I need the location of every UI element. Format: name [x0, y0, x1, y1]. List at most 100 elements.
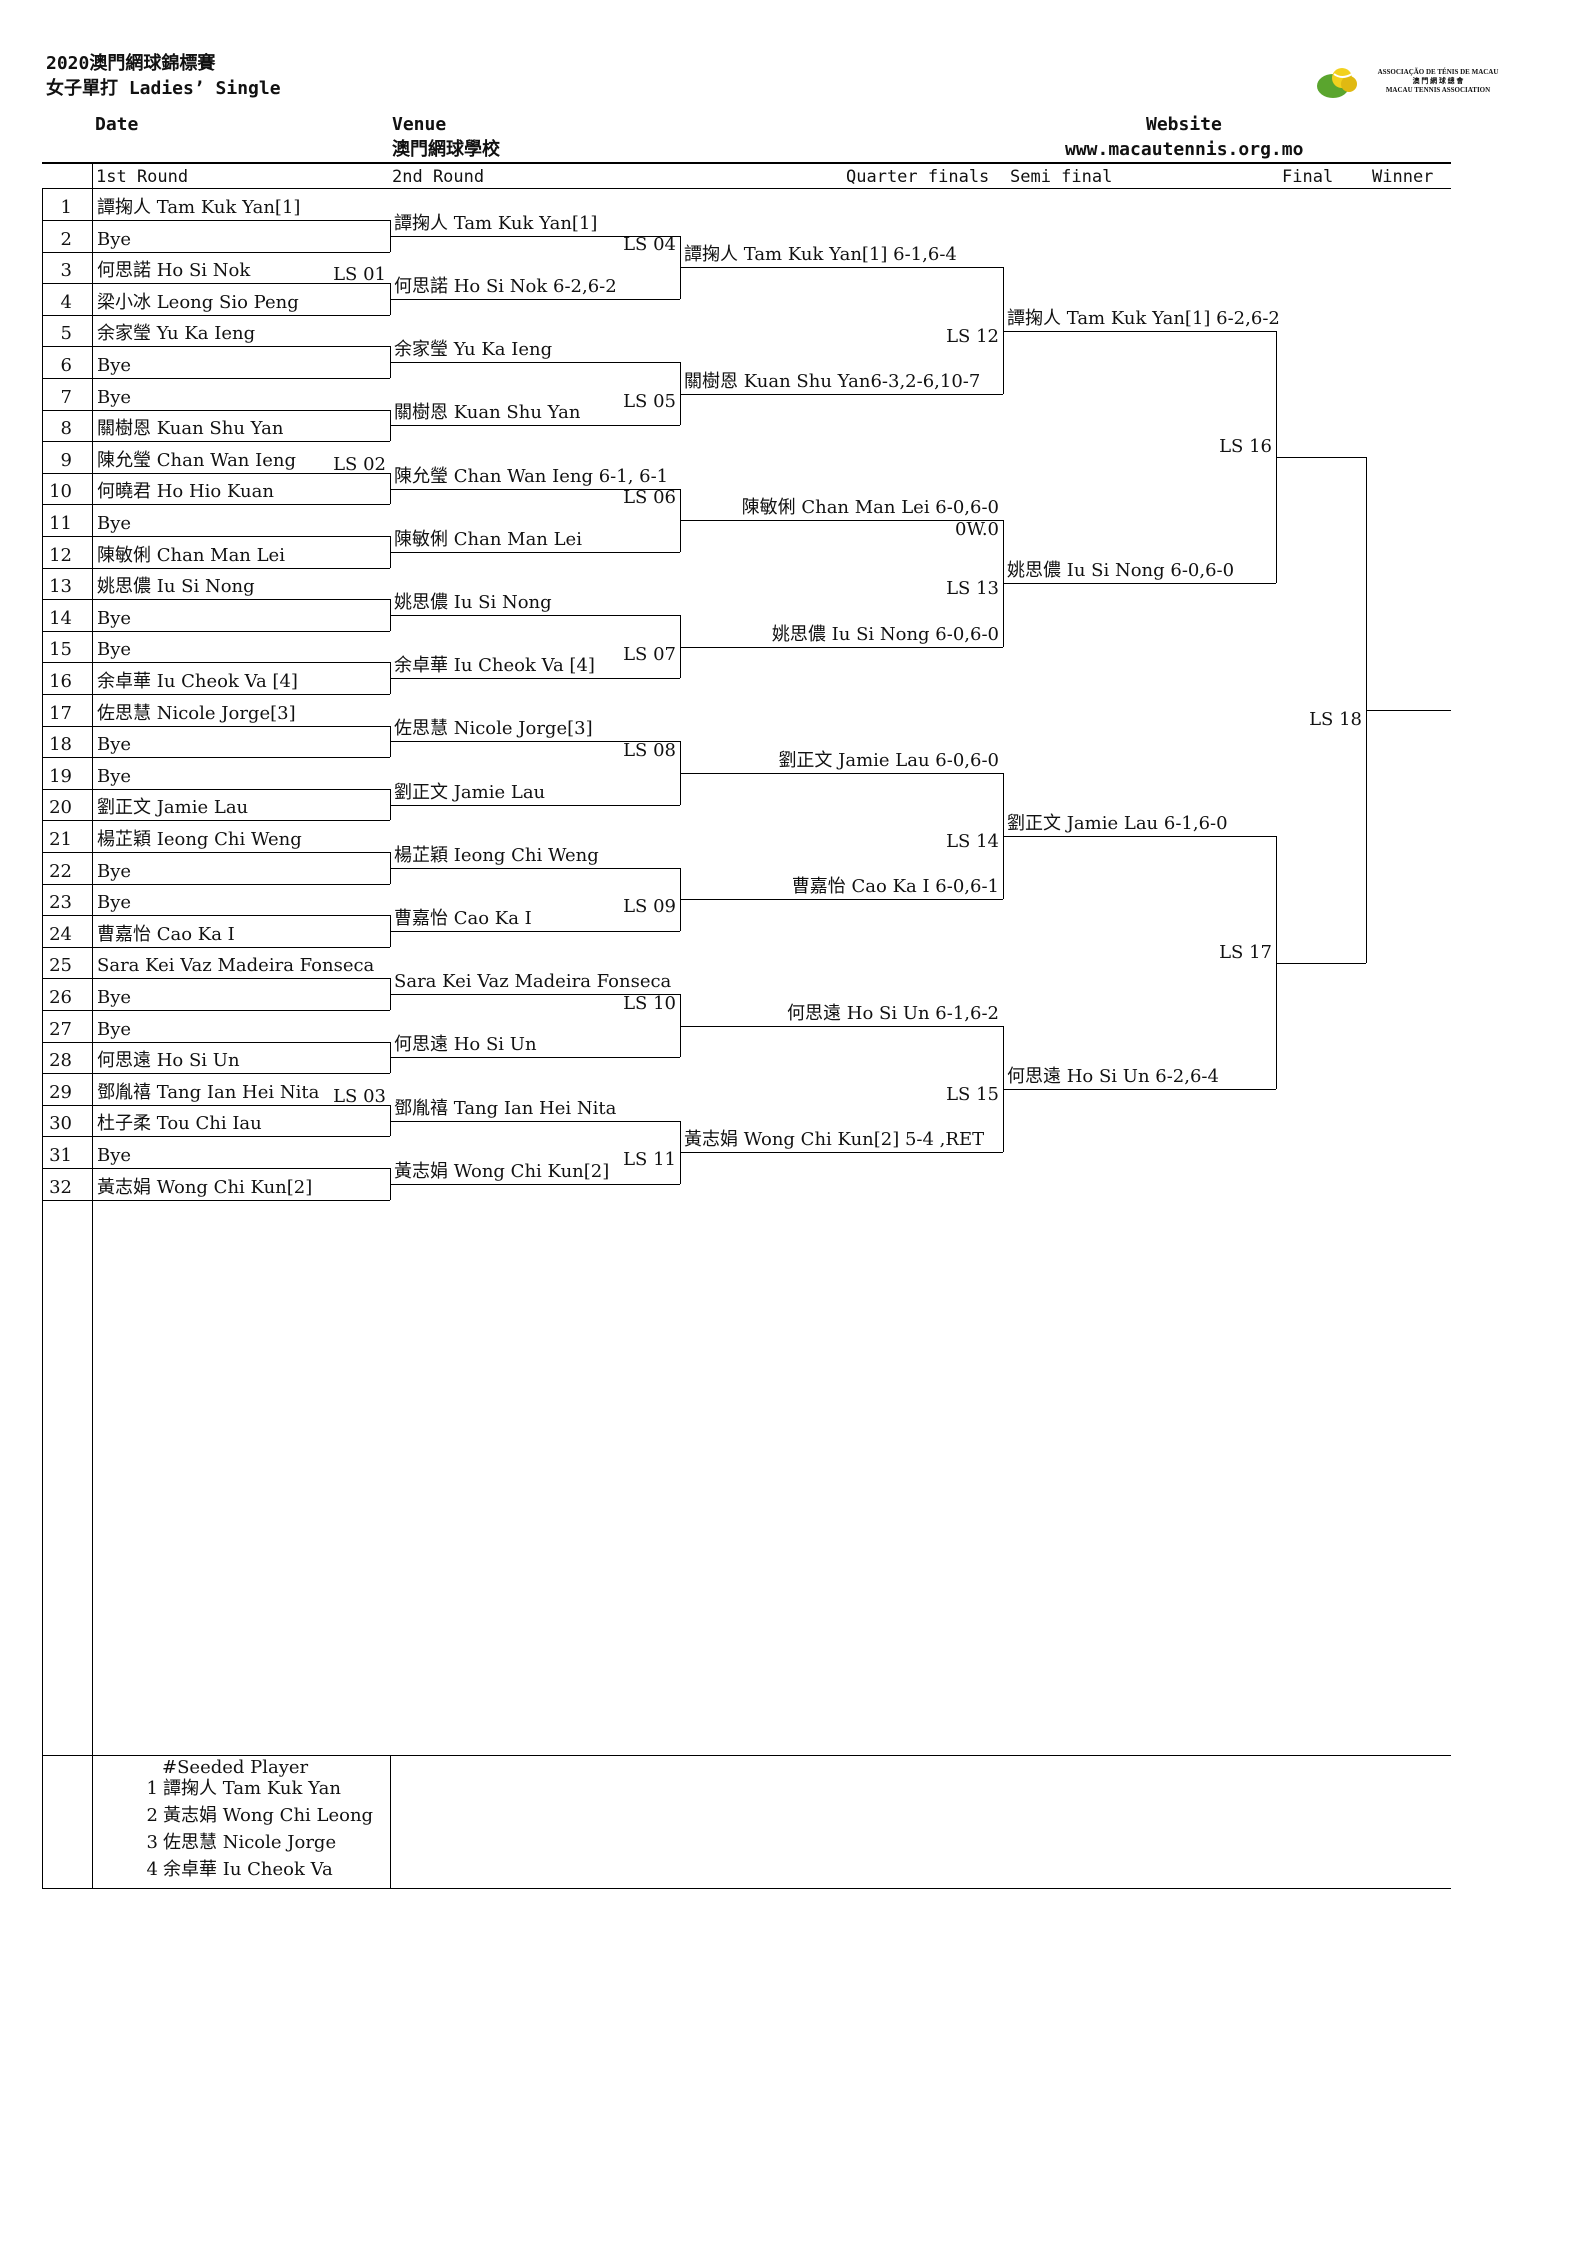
tennis-ball-logo-icon — [1317, 68, 1357, 98]
draw-number: 16 — [49, 671, 72, 692]
player-name: 關樹恩 Kuan Shu Yan — [97, 418, 284, 440]
draw-line — [42, 283, 390, 285]
draw-line — [42, 1136, 390, 1138]
round2-line — [390, 994, 680, 996]
match-code: LS 10 — [623, 992, 676, 1014]
seed-number: 1 — [146, 1778, 158, 1799]
player-name: 何思諾 Ho Si Nok — [97, 260, 251, 282]
draw-number: 19 — [49, 765, 72, 787]
quarterfinal-entry: 何思遠 Ho Si Un 6-1,6-2 — [787, 1002, 999, 1024]
player-name: Bye — [97, 607, 132, 629]
match-code: LS 15 — [946, 1084, 999, 1105]
draw-number: 30 — [49, 1113, 72, 1135]
draw-number: 12 — [49, 544, 72, 566]
player-name: Bye — [97, 987, 132, 1008]
round2-line — [390, 299, 680, 300]
player-name: Bye — [97, 355, 132, 376]
walkover-note: 0W.0 — [955, 519, 999, 541]
draw-number: 25 — [49, 955, 72, 977]
quarterfinal-entry: 關樹恩 Kuan Shu Yan6-3,2-6,10-7 — [684, 370, 981, 392]
draw-line — [42, 1168, 390, 1169]
round2-line — [390, 678, 680, 680]
round2-entry: 余卓華 Iu Cheok Va [4] — [394, 655, 595, 677]
r1-connector — [390, 599, 391, 631]
website-link[interactable]: www.macautennis.org.mo — [1065, 139, 1304, 160]
draw-line — [42, 694, 390, 695]
r2-connector — [680, 362, 681, 426]
draw-number: 6 — [60, 355, 72, 376]
player-name: Bye — [97, 765, 132, 787]
player-name: Sara Kei Vaz Madeira Fonseca — [97, 955, 375, 977]
winner-line — [1366, 709, 1451, 711]
round-header-final: Final — [1282, 167, 1334, 187]
draw-line — [42, 662, 390, 664]
quarterfinal-entry: 劉正文 Jamie Lau 6-0,6-0 — [778, 750, 999, 771]
round2-line — [390, 488, 680, 490]
draw-number: 18 — [49, 734, 72, 756]
draw-line — [42, 852, 390, 853]
match-code: LS 05 — [623, 390, 676, 412]
association-logo: ASSOCIAÇÃO DE TÉNIS DE MACAU 澳 門 網 球 總 會… — [1316, 66, 1506, 100]
draw-number: 14 — [49, 607, 72, 629]
player-name: 楊芷穎 Ieong Chi Weng — [97, 829, 302, 850]
draw-number: 22 — [49, 860, 72, 882]
round2-line — [390, 235, 680, 237]
draw-number: 24 — [49, 923, 72, 945]
player-name: Bye — [97, 386, 132, 408]
round-header-qf: Quarter finals — [846, 167, 990, 187]
player-name: 曹嘉怡 Cao Ka I — [97, 923, 235, 945]
table-border-number-col — [92, 162, 93, 1755]
draw-line — [42, 599, 390, 601]
round2-entry: 何思遠 Ho Si Un — [394, 1034, 537, 1056]
semifinal-entry: 姚思儂 Iu Si Nong 6-0,6-0 — [1007, 560, 1235, 582]
draw-number: 32 — [49, 1176, 72, 1198]
round2-entry: Sara Kei Vaz Madeira Fonseca — [394, 971, 672, 993]
draw-line — [42, 536, 390, 537]
sf-line — [1003, 836, 1276, 838]
player-name: 鄧胤禧 Tang Ian Hei Nita — [97, 1081, 320, 1103]
draw-line — [42, 567, 390, 569]
draw-line — [42, 630, 390, 632]
qf-connector — [1003, 267, 1004, 394]
match-code: LS 01 — [333, 264, 386, 285]
round2-line — [390, 1057, 680, 1059]
qf-line — [680, 267, 1003, 269]
semifinal-entry: 何思遠 Ho Si Un 6-2,6-4 — [1007, 1066, 1219, 1087]
draw-line — [42, 1199, 390, 1201]
round2-entry: 譚掬人 Tam Kuk Yan[1] — [394, 212, 598, 234]
round2-line — [390, 1183, 680, 1185]
player-name: 杜子柔 Tou Chi Iau — [97, 1113, 262, 1135]
qf-line — [680, 646, 1003, 648]
draw-number: 17 — [49, 702, 72, 724]
match-code: LS 04 — [623, 234, 676, 256]
draw-line — [42, 820, 390, 822]
player-name: 陳允瑩 Chan Wan Ieng — [97, 449, 296, 471]
sf-line — [1003, 330, 1276, 332]
player-name: 劉正文 Jamie Lau — [97, 797, 249, 819]
draw-number: 11 — [49, 513, 72, 534]
venue-value: 澳門網球學校 — [392, 139, 500, 160]
round2-entry: 黃志娟 Wong Chi Kun[2] — [394, 1160, 610, 1182]
draw-line — [42, 472, 390, 474]
player-name: Bye — [97, 1145, 132, 1166]
qf-line — [680, 773, 1003, 774]
match-code: LS 03 — [333, 1085, 386, 1107]
player-name: 何思遠 Ho Si Un — [97, 1050, 240, 1072]
draw-line — [42, 915, 390, 917]
draw-line — [42, 788, 390, 790]
seed-player-name: 黃志娟 Wong Chi Leong — [163, 1805, 374, 1826]
logo-text-pt: ASSOCIAÇÃO DE TÉNIS DE MACAU — [1377, 68, 1499, 76]
round2-line — [390, 804, 680, 806]
seed-number: 3 — [146, 1832, 158, 1853]
player-name: Bye — [97, 639, 132, 661]
player-name: Bye — [97, 1018, 132, 1040]
draw-number: 4 — [60, 291, 72, 313]
draw-number: 23 — [49, 892, 72, 914]
quarterfinal-entry: 黃志娟 Wong Chi Kun[2] 5-4 ,RET — [684, 1129, 985, 1151]
player-name: Bye — [97, 228, 132, 250]
draw-number: 26 — [49, 987, 72, 1008]
round2-line — [390, 1120, 680, 1122]
draw-number: 29 — [49, 1081, 72, 1103]
draw-line — [42, 220, 390, 221]
match-code: LS 11 — [623, 1149, 676, 1171]
